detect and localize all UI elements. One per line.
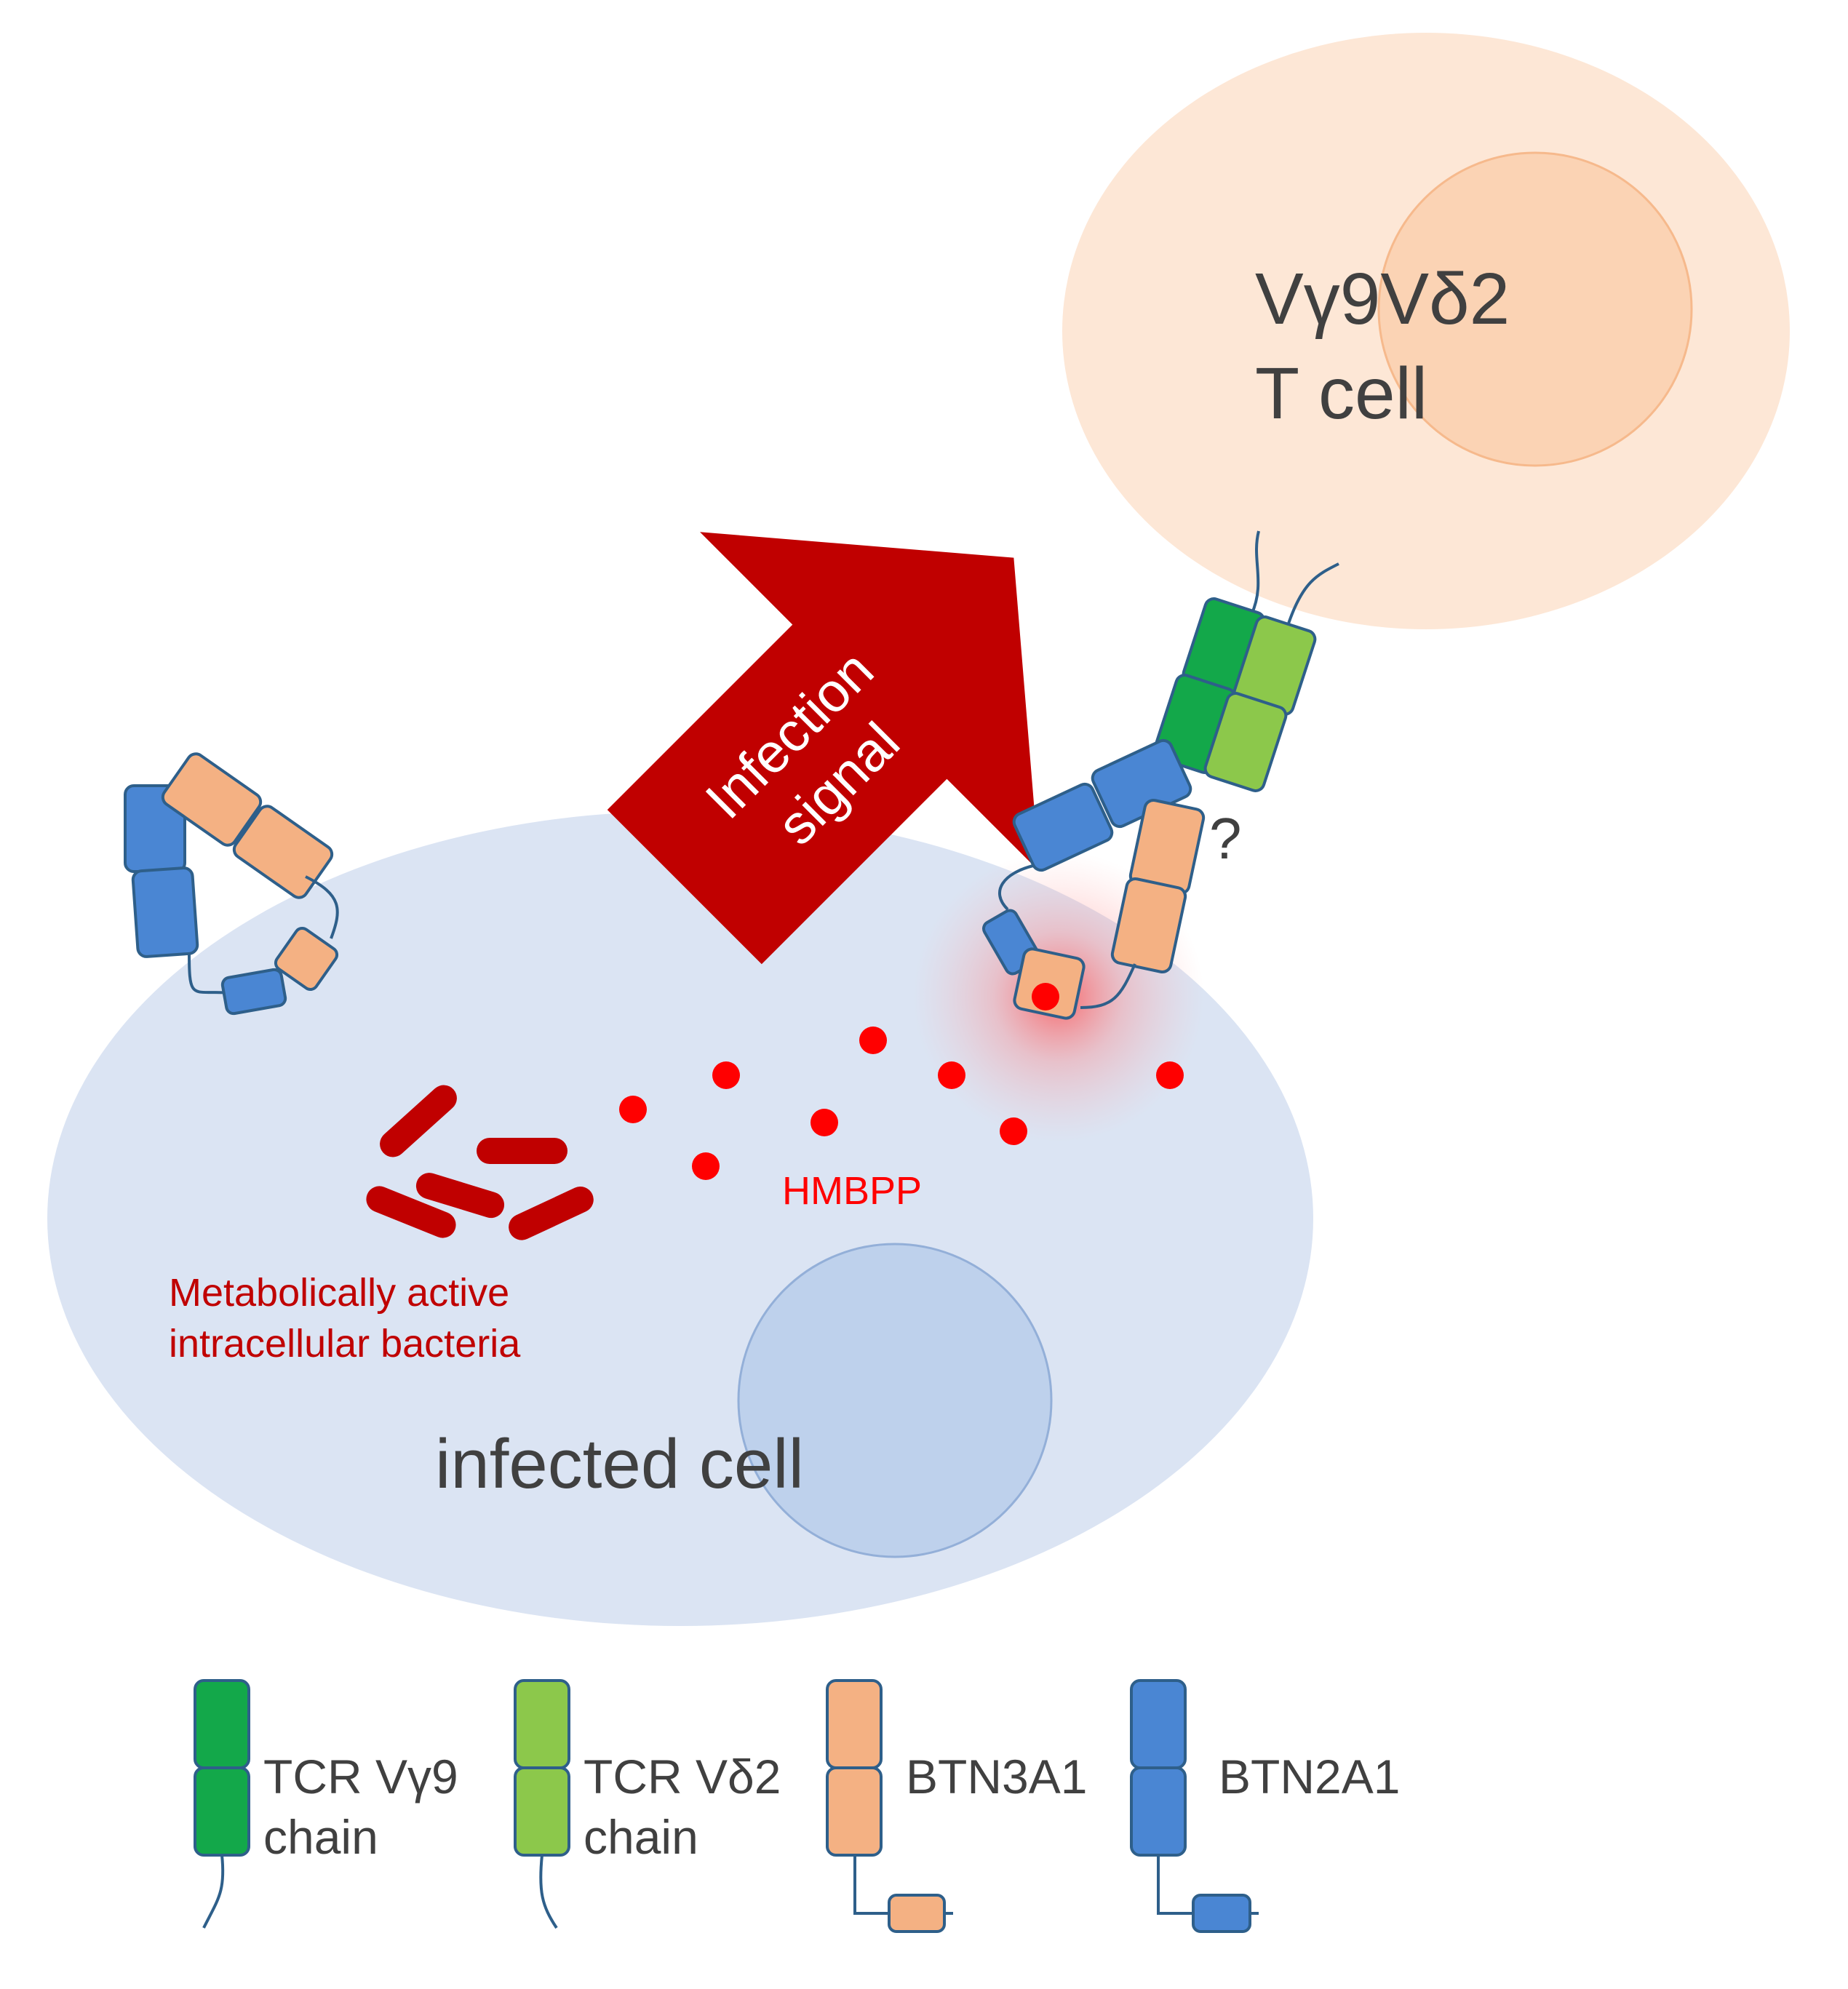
t-cell-label-line2: T cell [1255, 353, 1427, 434]
bacteria-group [366, 1085, 594, 1240]
bacteria-label-line1: Metabolically active [169, 1271, 509, 1315]
legend-swatch-tail [539, 1854, 558, 1929]
hmbpp-dot [811, 1109, 838, 1136]
legend-label: TCR Vδ2 [584, 1750, 781, 1803]
legend-swatch-domain [1130, 1679, 1187, 1769]
legend-item-tcr-vd2: TCR Vδ2 chain [514, 1679, 781, 1929]
legend-swatch-domain [1130, 1766, 1187, 1857]
btn3a1-domain [232, 805, 334, 899]
legend-item-btn3a1: BTN3A1 [826, 1679, 1087, 1933]
question-mark: ? [1209, 806, 1242, 871]
btn2a1-domain [1012, 782, 1114, 872]
btn2a1-cytoplasmic-domain [220, 968, 287, 1016]
legend-swatch-cytoplasmic [1192, 1894, 1251, 1933]
btn3a1-domain [161, 752, 263, 847]
btn3a1-tail [1080, 963, 1136, 1009]
bacteria-label-line2: intracellular bacteria [169, 1322, 521, 1366]
hmbpp-label: HMBPP [782, 1169, 922, 1213]
legend-swatch-domain [194, 1679, 250, 1769]
infected-cell-nucleus [737, 1243, 1053, 1558]
hmbpp-molecules [619, 1027, 1184, 1180]
tcr-vd2-domain [1203, 692, 1288, 792]
legend-item-tcr-vg9: TCR Vγ9 chain [194, 1679, 458, 1929]
legend-swatch-domain [194, 1766, 250, 1857]
btn2a1-domain [131, 866, 199, 958]
t-cell: Vγ9Vδ2 T cell [1062, 33, 1790, 629]
legend-label: chain [584, 1810, 698, 1864]
legend-swatch-domain [826, 1766, 883, 1857]
hmbpp-dot [712, 1061, 740, 1089]
bacterium [366, 1186, 456, 1238]
tcr-complex [1152, 530, 1339, 792]
legend-swatch-domain [514, 1679, 570, 1769]
btn-complex-engaged [982, 738, 1206, 1020]
legend: TCR Vγ9 chain TCR Vδ2 chain BTN3A1 [194, 1679, 1400, 1933]
hmbpp-dot [1156, 1061, 1184, 1089]
legend-item-btn2a1: BTN2A1 [1130, 1679, 1400, 1933]
bacterium [380, 1085, 457, 1157]
t-cell-label-line1: Vγ9Vδ2 [1255, 258, 1510, 340]
hmbpp-dot [859, 1027, 887, 1054]
infection-signal-arrow: Infection signal [607, 532, 1040, 965]
bacterium [415, 1173, 505, 1219]
legend-label: BTN3A1 [906, 1750, 1087, 1803]
bacterium [477, 1138, 567, 1164]
btn3a1-cytoplasmic-domain [274, 926, 339, 992]
legend-swatch-domain [826, 1679, 883, 1769]
btn2a1-tail [188, 952, 234, 994]
legend-swatch-tail [1157, 1855, 1193, 1915]
t-cell-nucleus [1377, 151, 1693, 467]
legend-swatch-tail [202, 1854, 225, 1929]
legend-label: BTN2A1 [1219, 1750, 1400, 1803]
bacterium [509, 1186, 594, 1240]
legend-swatch-cytoplasmic [888, 1894, 946, 1933]
btn3a1-domain [1110, 877, 1187, 974]
tcr-vg9-tail [1250, 530, 1260, 615]
hmbpp-dot [619, 1096, 647, 1123]
hmbpp-bound-dot [1032, 983, 1059, 1011]
tcr-vd2-tail [1286, 562, 1339, 626]
btn2a1-tail [998, 864, 1034, 911]
hmbpp-dot [1000, 1117, 1027, 1145]
btn-complex-resting [124, 752, 339, 1016]
infected-cell-label: infected cell [435, 1425, 804, 1503]
legend-swatch-tail [853, 1855, 889, 1915]
hmbpp-dot [938, 1061, 965, 1089]
btn3a1-tail [305, 875, 339, 939]
hmbpp-dot [692, 1152, 720, 1180]
legend-swatch-domain [514, 1766, 570, 1857]
legend-label: chain [263, 1810, 378, 1864]
legend-label: TCR Vγ9 [263, 1750, 458, 1803]
